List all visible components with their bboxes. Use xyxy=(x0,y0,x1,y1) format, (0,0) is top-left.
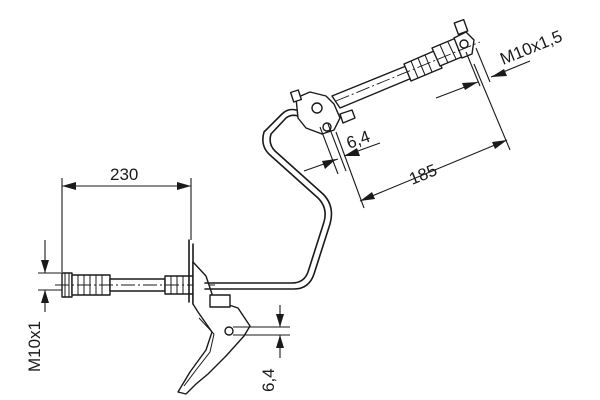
dimension-m10x1 xyxy=(38,240,62,312)
dimension-m10x1-5 xyxy=(435,47,531,99)
dimension-6-4-bottom-label: 6,4 xyxy=(259,368,278,392)
dimension-6-4-top-label: 6,4 xyxy=(344,127,373,153)
dimension-6-4-top xyxy=(303,123,381,175)
steel-brake-line xyxy=(204,108,333,290)
dimension-m10x1-label: M10x1 xyxy=(25,321,44,372)
dimension-230-label: 230 xyxy=(110,165,138,184)
right-hose-assembly xyxy=(331,18,475,109)
right-union-bracket xyxy=(289,89,356,135)
dimension-6-4-bottom xyxy=(233,305,290,358)
dimension-m10x1-5-label: M10x1,5 xyxy=(497,27,565,69)
dimension-185 xyxy=(335,63,511,209)
dimension-230 xyxy=(61,178,192,272)
left-bracket xyxy=(177,239,251,395)
dimension-185-label: 185 xyxy=(406,160,439,188)
